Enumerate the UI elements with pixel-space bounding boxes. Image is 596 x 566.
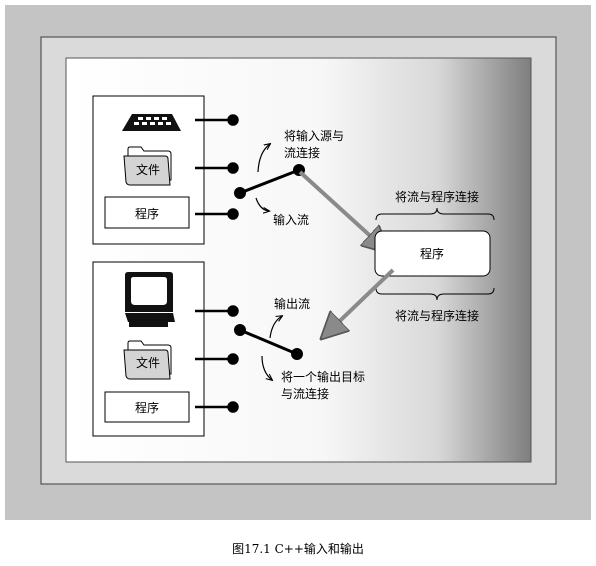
connect-output-label-line1: 将一个输出目标 xyxy=(281,369,365,384)
input-stream-label: 输入流 xyxy=(273,212,309,227)
program-to-output-arrow xyxy=(322,268,395,338)
center-program-label: 程序 xyxy=(420,246,444,261)
output-stream-line xyxy=(234,324,303,360)
input-to-program-arrow xyxy=(298,170,388,252)
center-program-box xyxy=(374,230,491,277)
output-stream-label: 输出流 xyxy=(274,296,310,311)
program-connect-top-label: 将流与程序连接 xyxy=(395,189,479,204)
top-brace xyxy=(375,207,495,221)
output-folder-label: 文件 xyxy=(136,355,160,370)
input-stream-line xyxy=(234,164,305,199)
input-connect-curve-arrow xyxy=(257,144,270,173)
output-program-box xyxy=(104,391,190,423)
connect-input-label-line2: 流连接 xyxy=(284,145,320,160)
input-sources-box: 文件 程序 xyxy=(92,95,205,245)
input-folder-label: 文件 xyxy=(136,162,160,177)
monitor-icon xyxy=(125,272,175,327)
output-destinations-box: 文件 程序 xyxy=(92,261,205,437)
connect-input-label-line1: 将输入源与 xyxy=(284,128,344,143)
input-program-label: 程序 xyxy=(135,206,159,221)
connect-output-label-line2: 与流连接 xyxy=(281,386,329,401)
input-program-box xyxy=(104,196,190,229)
input-connectors xyxy=(195,114,239,220)
figure-caption: 图17.1 C++输入和输出 xyxy=(232,542,364,556)
output-connectors xyxy=(195,305,239,413)
output-connect-curve-arrow xyxy=(261,355,272,380)
folder-icon xyxy=(123,340,172,380)
keyboard-icon xyxy=(122,114,181,131)
output-program-label: 程序 xyxy=(135,400,159,415)
output-stream-curve-arrow xyxy=(269,316,282,339)
program-connect-bottom-label: 将流与程序连接 xyxy=(395,308,479,323)
io-diagram: 文件 程序 将输入源与 流连接 输入流 将流与程序连接 程序 将流与程序连接 xyxy=(5,5,591,520)
input-stream-curve-arrow xyxy=(255,197,269,211)
folder-icon xyxy=(123,146,172,186)
bottom-brace xyxy=(375,287,495,301)
